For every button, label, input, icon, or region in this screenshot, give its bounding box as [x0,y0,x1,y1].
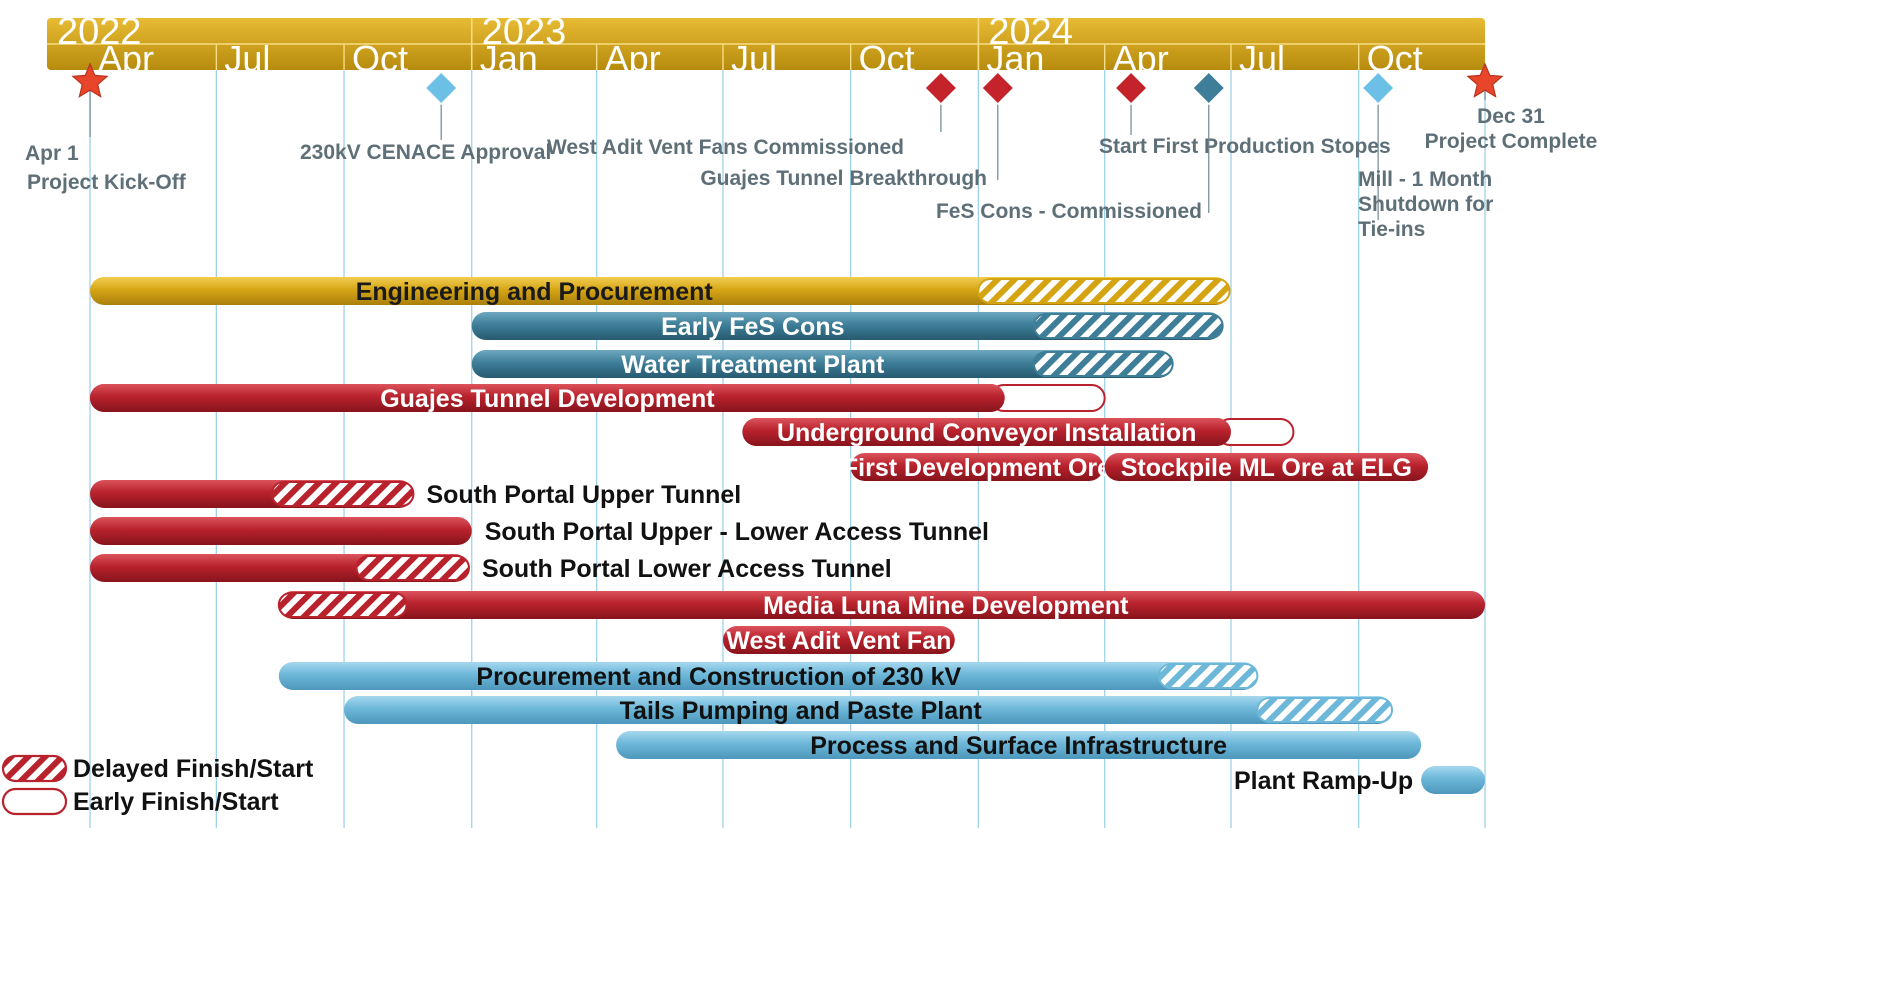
milestone-diamond-mill [1361,70,1396,106]
milestone-diamond-fes [1191,70,1226,106]
task-kv230: Procurement and Construction of 230 kV [278,662,1259,691]
month-label-4: Apr [605,38,661,79]
task-ramp: Plant Ramp-Up [1234,766,1485,795]
task-label-earlyfes: Early FeS Cons [661,313,844,341]
task-bar-ramp [1421,766,1485,794]
task-westaditfan: West Adit Vent Fan [722,626,955,655]
task-label-westaditfan: West Adit Vent Fan [726,627,951,655]
milestone-label-mill-2: Tie-ins [1358,218,1425,241]
year-label-2024: 2024 [988,11,1073,53]
task-conveyor: Underground Conveyor Installation [742,418,1295,447]
legend-swatch-open [1,787,68,816]
milestone-label-complete-1: Project Complete [1425,130,1598,153]
task-hatch-tails [1256,697,1394,723]
legend-label-hatch: Delayed Finish/Start [73,755,314,783]
year-label-2023: 2023 [482,11,567,53]
task-open-guajestunnel [989,384,1106,412]
month-label-6: Oct [859,38,915,79]
task-label-medialuna: Media Luna Mine Development [763,592,1129,620]
task-bar-water [471,350,1173,378]
milestone-diamond-stopes [1113,70,1149,106]
task-label-ramp: Plant Ramp-Up [1234,767,1413,795]
task-eng: Engineering and Procurement [90,277,1231,306]
task-tails: Tails Pumping and Paste Plant [344,696,1394,725]
milestone-label-kickoff-1: Project Kick-Off [27,171,187,194]
task-label-splower: South Portal Lower Access Tunnel [482,555,892,583]
task-bar-westaditfan [722,626,955,654]
task-hatch-spupper [270,481,415,507]
task-splower: South Portal Lower Access Tunnel [90,554,892,583]
month-label-0: Apr [98,38,154,79]
task-label-spupper: South Portal Upper Tunnel [426,481,741,509]
task-stockpile: Stockpile ML Ore at ELG [1104,453,1429,482]
task-bar-cap-guajestunnel [90,384,1005,412]
task-hatch-splower [355,555,470,581]
task-process: Process and Surface Infrastructure [616,731,1422,760]
task-hatch-kv230 [1157,663,1259,689]
milestone-diamond-cenace [424,70,459,106]
task-firstore: First Development Ore [843,453,1111,482]
task-label-stockpile: Stockpile ML Ore at ELG [1121,454,1412,482]
task-label-process: Process and Surface Infrastructure [810,732,1227,760]
month-label-7: Jan [986,38,1044,79]
milestone-diamond-westadit [923,70,958,106]
task-bar-kv230 [278,662,1258,690]
task-label-guajestunnel: Guajes Tunnel Development [380,385,715,413]
month-label-3: Jan [480,38,538,79]
task-water: Water Treatment Plant [471,350,1174,379]
task-label-water: Water Treatment Plant [621,351,885,379]
legend-swatch-hatch [1,754,68,783]
task-bar-stockpile [1104,453,1429,481]
milestone-label-guajes-0: Guajes Tunnel Breakthrough [700,167,987,190]
task-hatch-eng [977,278,1231,304]
task-label-conveyor: Underground Conveyor Installation [777,419,1196,447]
task-bar-eng [90,277,1230,305]
month-label-10: Oct [1367,38,1423,79]
task-bar-cap-conveyor [742,418,1231,446]
task-bar-spupperlower [90,517,472,545]
task-hatch-earlyfes [1032,313,1224,339]
task-label-firstore: First Development Ore [843,454,1111,482]
year-label-2022: 2022 [57,11,142,53]
milestone-label-westadit-0: West Adit Vent Fans Commissioned [547,136,904,159]
milestone-star-complete [1466,62,1504,98]
task-label-eng: Engineering and Procurement [356,278,714,306]
legend-label-open: Early Finish/Start [73,788,279,816]
milestone-label-mill-0: Mill - 1 Month [1358,168,1492,191]
month-label-1: Jul [224,38,270,79]
task-label-tails: Tails Pumping and Paste Plant [620,697,983,725]
task-spupper: South Portal Upper Tunnel [90,480,741,509]
month-label-2: Oct [352,38,408,79]
task-earlyfes: Early FeS Cons [471,312,1224,341]
legend-item-hatch: Delayed Finish/Start [1,754,314,783]
milestone-star-kickoff [71,62,109,98]
milestones: Apr 1 Project Kick-Off 230kV CENACE Approv… [25,62,1598,241]
task-bar-medialuna [278,591,1485,619]
month-label-5: Jul [731,38,777,79]
task-medialuna: Media Luna Mine Development [277,591,1485,620]
task-bar-firstore [850,453,1104,481]
task-hatch-water [1032,351,1174,377]
task-label-spupperlower: South Portal Upper - Lower Access Tunnel [485,518,989,546]
task-label-kv230: Procurement and Construction of 230 kV [476,663,961,691]
milestone-label-stopes-0: Start First Production Stopes [1099,135,1391,158]
milestone-diamond-guajes [980,70,1015,106]
month-label-9: Jul [1239,38,1285,79]
month-label-8: Apr [1113,38,1169,79]
milestone-label-fes-0: FeS Cons - Commissioned [936,200,1202,223]
milestone-label-mill-1: Shutdown for [1358,193,1493,216]
task-bar-process [616,731,1422,759]
task-hatch-medialuna [277,592,408,618]
task-guajestunnel: Guajes Tunnel Development [90,384,1106,413]
milestone-label-kickoff-0: Apr 1 [25,142,79,165]
task-bar-tails [344,696,1393,724]
milestone-label-complete-0: Dec 31 [1477,105,1545,128]
milestone-label-cenace-0: 230kV CENACE Approval [300,141,551,164]
legend-item-open: Early Finish/Start [1,787,279,816]
task-spupperlower: South Portal Upper - Lower Access Tunnel [90,517,989,546]
